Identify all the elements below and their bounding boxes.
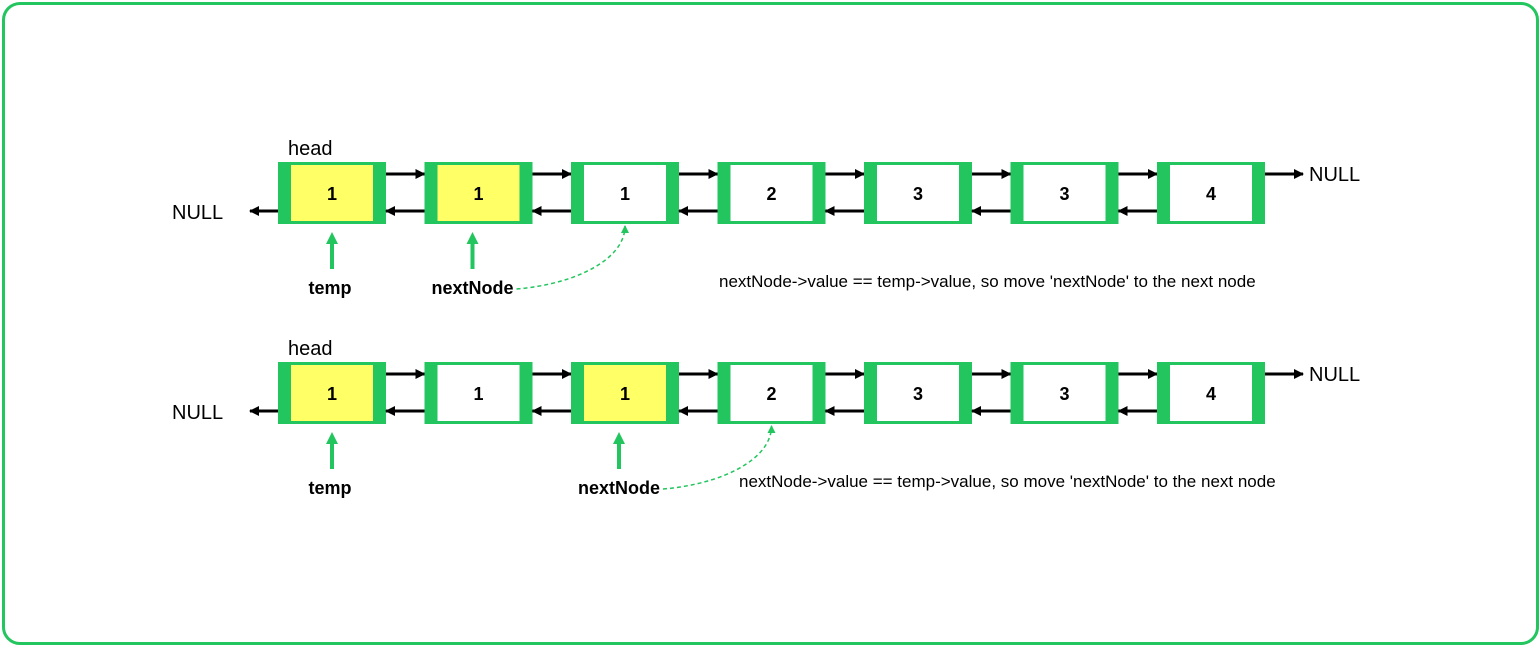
move-dashed-arrow [662,425,776,490]
node-value: 3 [1059,384,1069,404]
list-node: 2 [717,162,865,224]
node-value: 3 [1059,184,1069,204]
node-value: 3 [913,384,923,404]
node-body [437,365,520,421]
next-node-label: nextNode [431,278,513,298]
node-value: 2 [766,384,776,404]
node-body [584,165,666,221]
null-right-label: NULL [1309,164,1360,186]
list-node: 4 [1157,162,1265,224]
node-body [1170,365,1252,421]
node-value: 1 [473,184,483,204]
null-right-label: NULL [1309,364,1360,386]
node-body [730,165,813,221]
node-body [291,165,373,221]
null-left-label: NULL [172,402,223,424]
node-body [877,365,959,421]
temp-label: temp [308,478,351,498]
list-node: 4 [1157,362,1265,424]
node-body [1023,165,1106,221]
node-value: 1 [327,384,337,404]
next-node-label: nextNode [578,478,660,498]
node-body [1170,165,1252,221]
list-node: 3 [1010,162,1158,224]
list-node: 1 [424,362,572,424]
node-body [877,165,959,221]
list-node: 1 [278,362,426,424]
node-value: 1 [327,184,337,204]
node-body [291,365,373,421]
step-caption: nextNode->value == temp->value, so move … [739,472,1276,491]
node-value: 4 [1206,184,1216,204]
node-value: 1 [620,384,630,404]
node-value: 2 [766,184,776,204]
head-label: head [288,138,333,160]
node-value: 3 [913,184,923,204]
list-node: 1 [278,162,426,224]
node-body [584,365,666,421]
node-body [1023,365,1106,421]
null-left-label: NULL [172,202,223,224]
list-node: 2 [717,362,865,424]
list-node: 3 [1010,362,1158,424]
list-node: 1 [571,362,719,424]
list-node: 3 [864,162,1012,224]
list-node: 1 [424,162,572,224]
head-label: head [288,338,333,360]
list-node: 1 [571,162,719,224]
node-value: 1 [620,184,630,204]
node-value: 4 [1206,384,1216,404]
node-value: 1 [473,384,483,404]
node-body [437,165,520,221]
node-body [730,365,813,421]
move-dashed-arrow [516,225,629,290]
temp-label: temp [308,278,351,298]
list-node: 3 [864,362,1012,424]
step-caption: nextNode->value == temp->value, so move … [719,272,1256,291]
